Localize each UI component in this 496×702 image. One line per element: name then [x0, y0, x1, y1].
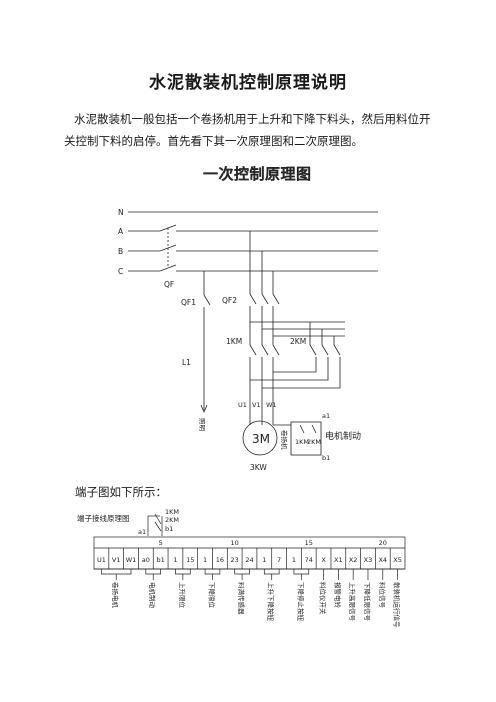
terminal-col-number: 10: [231, 539, 239, 547]
bus-label-n: N: [118, 208, 124, 217]
contact-label-1km: 1KM: [165, 508, 179, 516]
qf1-branch: QF1 L1 照明: [181, 271, 211, 432]
brake-contact-1km: 1KM: [295, 438, 309, 446]
bus-labels: N A B C: [118, 208, 124, 276]
terminal-cell: 23: [231, 556, 239, 564]
qf-label: QF: [164, 280, 174, 289]
terminal-cell: X5: [393, 556, 402, 564]
terminal-description: 下降限位: [207, 582, 216, 609]
terminal-diagram-title: 端子接线原理图: [77, 513, 130, 523]
terminal-description: 料位仪开关: [319, 582, 328, 615]
terminal-cell: U1: [97, 556, 106, 564]
km1-label: 1KM: [226, 337, 242, 346]
description-bracket: [101, 569, 132, 580]
terminal-strip: [93, 536, 406, 570]
intro-paragraph: 水泥散装机一般包括一个卷扬机用于上升和下降下料头，然后用料位开关控制下料的启停。…: [64, 112, 431, 148]
terminal-cell: a0: [142, 556, 150, 564]
terminal-description: 报警电铃: [333, 582, 342, 609]
terminal-cell: V1: [112, 556, 121, 564]
terminal-description: 料位信号: [378, 582, 387, 609]
terminal-cell: 7: [277, 556, 281, 564]
document-title: 水泥散装机控制原理说明: [149, 73, 347, 93]
phase-label-w1: W1: [266, 401, 277, 409]
terminal-cell: 1: [262, 556, 266, 564]
terminal-intro-text: 端子图如下所示：: [75, 485, 167, 499]
motor-3m: U1 V1 W1 3M 卷扬机 3KW: [238, 401, 289, 472]
description-bracket: [234, 569, 250, 580]
terminal-description: 下降低限信号: [363, 582, 372, 622]
qf2-breaker: QF2: [222, 231, 280, 345]
terminal-cell: 24: [245, 556, 253, 564]
description-bracket: [204, 569, 221, 580]
contactors: 1KM 2KM: [226, 321, 345, 425]
terminal-cell: 1: [173, 556, 177, 564]
phase-label-v1: V1: [252, 401, 261, 409]
contact-label-2km: 2KM: [165, 516, 179, 524]
terminal-cell: X: [321, 556, 326, 564]
contact-label-b1: b1: [165, 525, 173, 533]
terminal-description: 电机制动: [148, 582, 157, 609]
brake-label: 电机制动: [325, 430, 361, 442]
lighting-note: 照明: [198, 418, 206, 432]
terminal-cells: U1 V1 W1 a0 b1 1 15 1 16 23 24 1 7 1 74 X X1 X2 X3 X4 X5 5 10 1…: [97, 539, 402, 564]
terminal-description: 散装机运行信号: [393, 582, 402, 628]
terminal-cell: X1: [334, 556, 343, 564]
bus-label-b: B: [118, 247, 123, 256]
terminal-col-number: 15: [305, 539, 313, 547]
motor-label: 3M: [252, 432, 270, 446]
motor-note: 卷扬机: [280, 430, 289, 450]
terminal-contacts: 1KM 2KM a1 b1: [138, 508, 179, 536]
km2-label: 2KM: [290, 337, 306, 346]
terminal-description: 卷扬电机: [111, 582, 120, 609]
terminal-description: 下降停止按钮: [296, 582, 305, 622]
main-breaker-qf: QF: [159, 224, 177, 289]
terminal-col-number: 20: [379, 539, 387, 547]
qf1-label: QF1: [181, 298, 196, 307]
phase-label-u1: U1: [238, 401, 247, 409]
description-bracket: [145, 569, 161, 580]
brake-circuit: 1KM 2KM a1 b1 电机制动: [273, 412, 361, 462]
primary-diagram-title: 一次控制原理图: [203, 165, 312, 183]
terminal-cell: 1: [292, 556, 296, 564]
contact-label-a1: a1: [138, 528, 146, 536]
terminal-cell: W1: [126, 556, 137, 564]
terminal-cell: X4: [378, 556, 387, 564]
terminal-cell: 15: [186, 556, 194, 564]
terminal-description: 料满传感器: [237, 582, 246, 615]
terminal-cell: 74: [305, 556, 313, 564]
terminal-col-number: 5: [159, 539, 163, 547]
bus-label-c: C: [118, 267, 123, 276]
description-bracket: [263, 569, 280, 580]
terminal-cell: X2: [349, 556, 358, 564]
terminal-description: 上升下降按钮: [267, 582, 276, 622]
terminal-cell: b1: [157, 556, 165, 564]
brake-contact-2km: 2KM: [307, 438, 321, 446]
terminal-cell: 1: [203, 556, 207, 564]
l1-label: L1: [182, 358, 191, 367]
description-bracket: [293, 569, 310, 580]
terminal-descriptions: 卷扬电机 电机制动 上升限位 下降限位 料满传感器 上升下降按钮 下降停止按钮 料位仪开关报警…: [101, 569, 402, 628]
brake-terminal-a1: a1: [322, 412, 330, 420]
terminal-cell: X3: [364, 556, 373, 564]
terminal-description: 上升高限信号: [348, 582, 357, 622]
qf2-label: QF2: [222, 296, 237, 305]
bus-label-a: A: [118, 227, 124, 236]
terminal-cell: 16: [216, 556, 224, 564]
description-bracket: [175, 569, 191, 580]
brake-terminal-b1: b1: [322, 454, 330, 462]
motor-power: 3KW: [250, 463, 267, 472]
terminal-description: 上升限位: [178, 582, 187, 609]
